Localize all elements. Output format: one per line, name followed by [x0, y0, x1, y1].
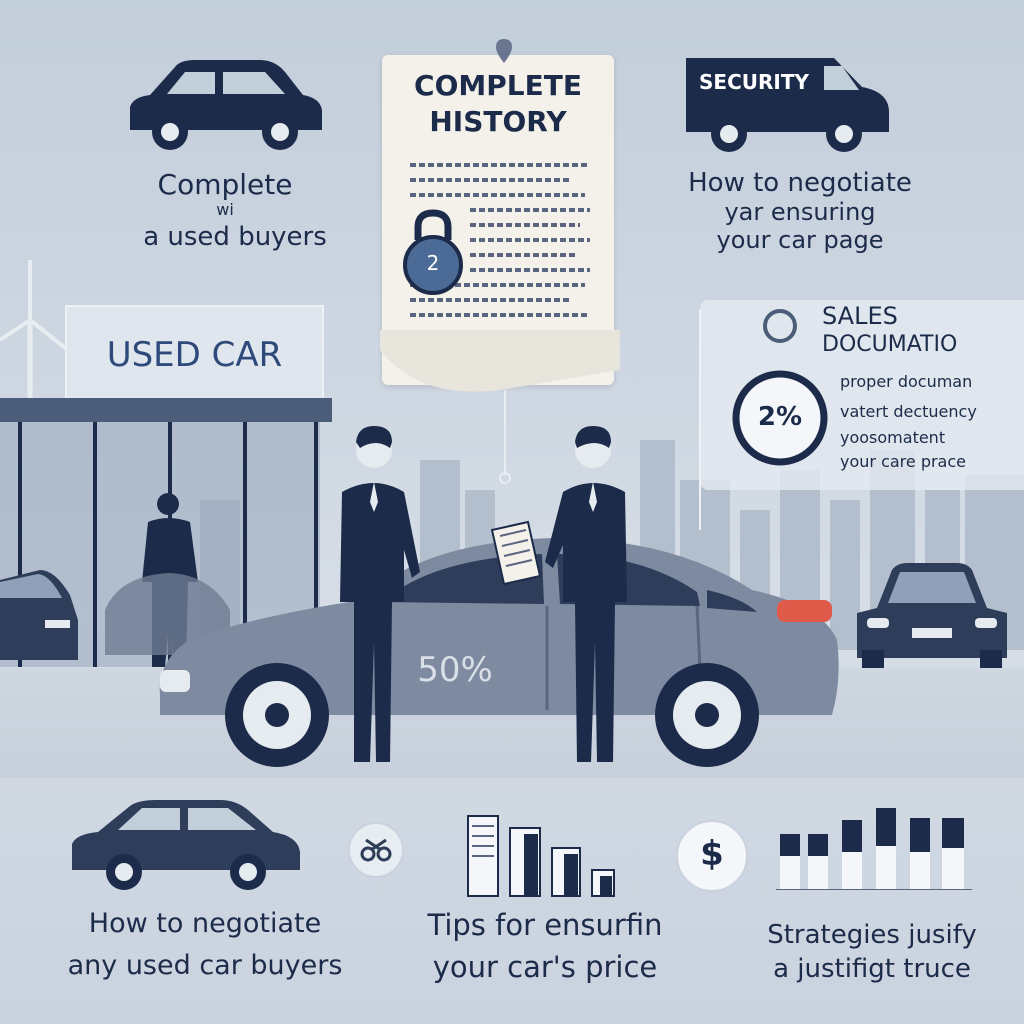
lock-badge: 2	[426, 251, 440, 275]
sales-title-line1: SALES	[822, 302, 898, 330]
van-icon	[686, 58, 889, 152]
top-right-line3: your car page	[716, 226, 884, 254]
van-label: SECURITY	[699, 70, 809, 94]
bottom-1-line1: How to negotiate	[88, 908, 322, 939]
history-title-line1: COMPLETE	[414, 69, 582, 102]
bottom-3-line1: Strategies jusify	[767, 920, 977, 950]
top-right-line2: yar ensuring	[724, 198, 876, 226]
top-left-line2: wi	[216, 200, 234, 219]
sales-line-4: your care prace	[840, 452, 966, 471]
sales-line-3: yoosomatent	[840, 428, 946, 447]
sales-connector-line	[699, 310, 701, 530]
car-icon	[130, 60, 322, 150]
contract-paper-icon	[490, 520, 542, 586]
top-left-line1: Complete	[157, 168, 293, 201]
parked-car-right	[857, 563, 1007, 668]
percent-badge-circle	[732, 370, 828, 466]
sales-title-line2: DOCUMATIO	[822, 332, 958, 357]
bar-chart-icon	[776, 808, 972, 890]
bottom-3-line2: a justifigt truce	[773, 954, 971, 984]
sales-documentation-card: SALES DOCUMATIO 2% proper documan vatert…	[700, 300, 1024, 490]
salesman-left	[340, 426, 420, 762]
pin-line	[499, 390, 511, 484]
lock-icon	[403, 209, 463, 295]
dollar-icon: $	[700, 834, 724, 874]
bottom-2-line1: Tips for ensurfin	[427, 908, 663, 942]
sales-line-2: vatert dectuency	[840, 402, 977, 421]
sales-line-1: proper documan	[840, 372, 973, 391]
dealership-roof	[0, 398, 332, 422]
declining-bars-icon	[467, 815, 615, 897]
sales-circle-icon	[763, 309, 797, 343]
bottom-2-line2: your car's price	[432, 950, 658, 984]
salesman-right	[545, 426, 627, 762]
percent-badge: 2%	[757, 402, 803, 432]
used-car-sign: USED CAR	[65, 305, 324, 404]
car-icon-bottom	[72, 800, 300, 890]
top-right-line1: How to negotiate	[688, 168, 912, 198]
document-text-lines	[410, 163, 590, 317]
scissors-icon	[348, 822, 404, 878]
pin-icon	[496, 39, 512, 63]
bottom-1-line2: any used car buyers	[67, 950, 343, 981]
used-car-sign-label: USED CAR	[106, 335, 283, 375]
parked-car-left	[0, 570, 78, 660]
car-discount-badge: 50%	[417, 650, 493, 690]
top-left-line3: a used buyers	[143, 222, 327, 252]
history-title-line2: HISTORY	[429, 105, 567, 138]
parked-car-inside	[105, 573, 230, 655]
dollar-circle	[676, 820, 748, 892]
document-curl	[380, 330, 620, 392]
